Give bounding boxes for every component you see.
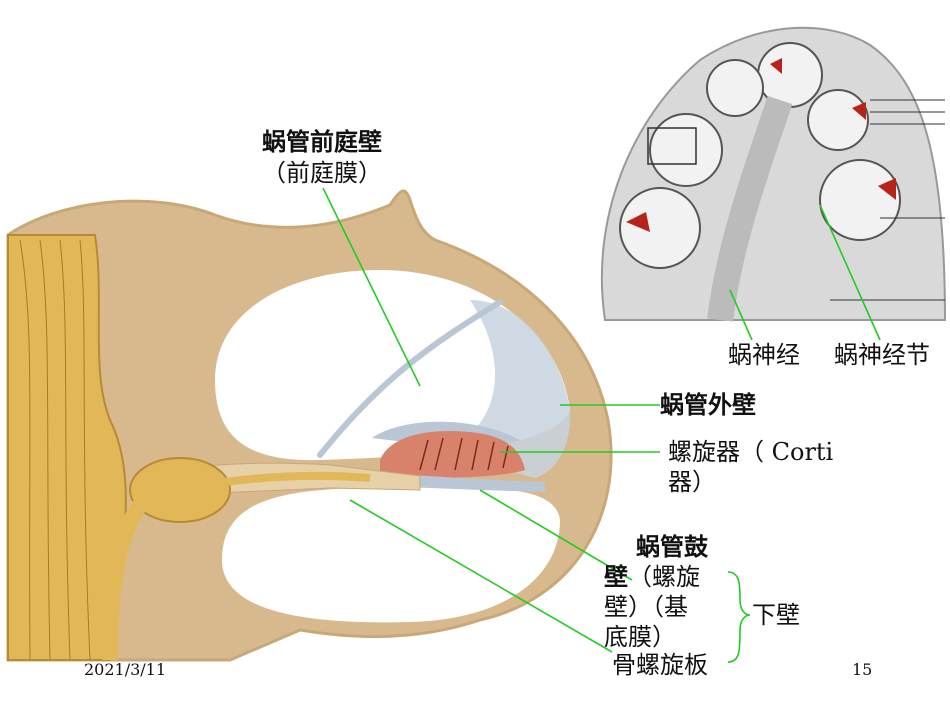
footer-date: 2021/3/11 xyxy=(84,660,167,679)
ganglion-to-lamina xyxy=(224,471,371,486)
vestibular-membrane xyxy=(317,299,503,458)
label-spiral-ganglion: 蜗神经节 xyxy=(834,341,930,369)
label-tympanic-wall-3: 壁）（基 xyxy=(604,593,688,621)
pointer-lines xyxy=(322,187,881,653)
label-tympanic-wall-rest: （螺旋 xyxy=(628,563,700,591)
spiral-ganglion-body xyxy=(129,457,231,523)
label-cochlear-nerve: 蜗神经 xyxy=(728,341,800,369)
label-tympanic-wall-4: 底膜） xyxy=(604,623,676,651)
label-tympanic-wall-bold: 壁 xyxy=(604,562,628,591)
label-osseous-lamina: 骨螺旋板 xyxy=(612,651,708,679)
label-vestibular-membrane: （前庭膜） xyxy=(262,159,382,187)
hair-cells xyxy=(419,437,509,471)
cochlea-overview-inset xyxy=(600,26,947,322)
label-organ-of-corti-1: 螺旋器（ Corti xyxy=(668,438,834,466)
label-tympanic-wall-2: 壁（螺旋 xyxy=(604,562,700,592)
scala-tympani xyxy=(222,487,560,623)
nerve-strands xyxy=(19,239,91,661)
label-vestibular-wall: 蜗管前庭壁 xyxy=(262,127,382,156)
ganglion-to-nerve xyxy=(102,500,147,661)
label-tympanic-wall-1: 蜗管鼓 xyxy=(636,532,708,561)
label-organ-of-corti-2: 器） xyxy=(668,468,716,496)
label-lower-wall: 下壁 xyxy=(752,601,800,629)
label-outer-wall: 蜗管外壁 xyxy=(660,390,756,419)
lower-wall-brace xyxy=(727,571,751,663)
page-number: 15 xyxy=(852,660,873,679)
